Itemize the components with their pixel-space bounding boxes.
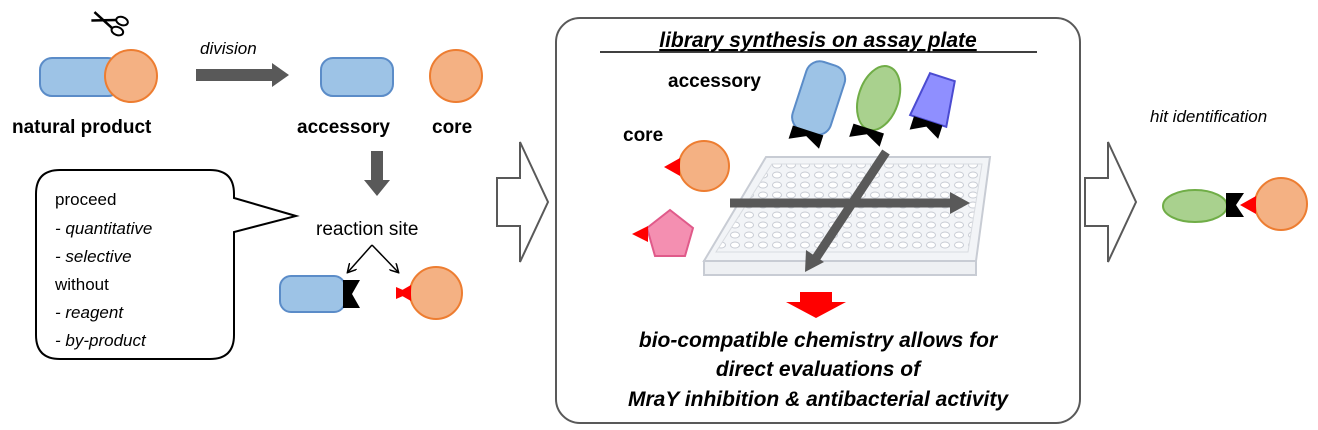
horizontal-plate-arrowhead xyxy=(950,192,970,214)
bubble-without: without xyxy=(54,275,109,294)
diagonal-plate-arrowhead xyxy=(805,250,824,272)
core-orange-red-group xyxy=(664,158,680,176)
scissors-icon xyxy=(91,11,129,37)
accessory-blue-block xyxy=(788,60,847,149)
core-circle-separated xyxy=(429,49,483,103)
down-arrow xyxy=(364,151,390,196)
core-pink-block xyxy=(645,208,695,257)
diagonal-plate-arrow xyxy=(812,149,890,261)
big-outline-arrow-left xyxy=(496,141,550,263)
big-outline-arrow-right xyxy=(1084,141,1138,263)
core-orange-block xyxy=(678,140,730,192)
natural-product-label: natural product xyxy=(12,117,152,138)
core-pink-red-group xyxy=(632,226,648,242)
hit-green-accessory xyxy=(1162,189,1228,223)
caption-line2: direct evaluations of xyxy=(716,358,922,381)
reaction-arrow-left xyxy=(348,244,373,272)
black-reactive-group xyxy=(343,280,360,308)
accessory-green-block xyxy=(849,65,902,147)
bubble-proceed: proceed xyxy=(55,190,116,209)
core-label: core xyxy=(432,117,472,138)
caption-line3: MraY inhibition & antibacterial activity xyxy=(628,388,1009,411)
caption-line1: bio-compatible chemistry allows for xyxy=(639,329,999,352)
core-circle xyxy=(104,49,158,103)
core-with-group xyxy=(409,266,463,320)
hit-red-group xyxy=(1240,196,1256,214)
accessory-with-group xyxy=(279,275,346,313)
accessory-rect-separated xyxy=(320,57,394,97)
accessory-purple-block xyxy=(908,71,956,139)
accessory-label: accessory xyxy=(297,117,390,138)
hit-orange-core xyxy=(1254,177,1308,231)
hit-black-group xyxy=(1226,193,1244,217)
red-down-arrow xyxy=(786,292,846,318)
bubble-quantitative: - quantitative xyxy=(55,219,152,238)
library-synthesis-title: library synthesis on assay plate xyxy=(659,29,977,52)
division-label: division xyxy=(200,39,257,58)
reaction-arrow-right xyxy=(371,244,398,272)
reaction-site-label: reaction site xyxy=(316,219,418,240)
bubble-byproduct: - by-product xyxy=(55,331,147,350)
bubble-selective: - selective xyxy=(55,247,132,266)
speech-bubble xyxy=(35,169,300,360)
center-accessory-label: accessory xyxy=(668,71,761,92)
division-arrow xyxy=(196,63,289,87)
hit-identification-label: hit identification xyxy=(1150,107,1267,126)
bubble-reagent: - reagent xyxy=(55,303,124,322)
natural-product-molecule xyxy=(39,49,158,103)
center-core-label: core xyxy=(623,125,663,146)
red-reactive-group-wedge xyxy=(397,285,411,301)
